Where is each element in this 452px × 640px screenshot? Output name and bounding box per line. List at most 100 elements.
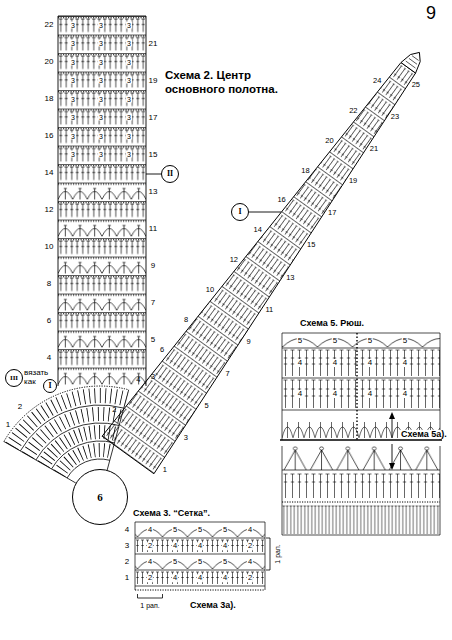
stitch-count: 3	[126, 95, 132, 102]
stitch-count: 3	[70, 151, 76, 158]
row-number: 15	[307, 242, 315, 250]
row-number: 13	[286, 274, 294, 282]
stitch-count: 3	[126, 21, 132, 28]
stitch-count: 4	[297, 390, 303, 398]
stitch-row	[282, 378, 440, 410]
center-strip	[58, 16, 146, 386]
stitch-count: 4	[367, 390, 373, 398]
stitch-count: 4	[297, 359, 303, 367]
row-number: 3	[151, 373, 155, 381]
stitch-marker: II	[161, 165, 179, 183]
row-number: 9	[246, 338, 250, 346]
row-number: 2	[18, 403, 22, 411]
row-number: 4	[136, 376, 140, 384]
strip-edge	[58, 16, 146, 386]
stitch-count: 5	[222, 558, 228, 566]
scheme-title: Схема 3а).	[190, 601, 236, 610]
row-number: 17	[149, 114, 158, 122]
scheme-title: Схема 3. “Сетка”.	[133, 509, 210, 518]
row-number: 10	[45, 243, 54, 251]
stitch-count: 4	[197, 574, 203, 582]
stitch-marker: I	[231, 203, 249, 221]
row-number: 25	[412, 81, 420, 89]
repeat-bracket	[138, 538, 271, 598]
stitch-count: 3	[126, 114, 132, 121]
row-number: 12	[230, 256, 238, 264]
stitch-count: 3	[98, 114, 104, 121]
stitch-count: 3	[70, 21, 76, 28]
row-number: 19	[149, 77, 158, 85]
row-number: 1	[125, 574, 129, 582]
mesh-row	[135, 554, 265, 570]
stitch-count: 3	[70, 95, 76, 102]
stitch-count: 3	[126, 77, 132, 84]
row-number: 24	[373, 77, 381, 85]
stitch-count: 3	[126, 58, 132, 65]
stitch-count: 5	[332, 337, 338, 345]
stitch-count: 3	[98, 151, 104, 158]
mesh-row	[282, 333, 440, 348]
row-number: 17	[328, 210, 336, 218]
stitch-count: 3	[98, 77, 104, 84]
stitch-count: 3	[98, 95, 104, 102]
row-number: 14	[254, 227, 262, 235]
chain-row	[282, 502, 440, 503]
row-number: 18	[301, 167, 309, 175]
note: вязать как	[24, 368, 54, 386]
stitch-count: 4	[172, 574, 178, 582]
stitch-row	[282, 505, 440, 535]
row-number: 22	[45, 21, 54, 29]
row-number: 23	[391, 114, 399, 122]
repeat-line	[356, 333, 357, 440]
row-number: 16	[277, 197, 285, 205]
node-text: I	[48, 382, 51, 390]
node-text: I	[238, 208, 241, 216]
stitch-count: 4	[402, 390, 408, 398]
row-number: 21	[370, 146, 378, 154]
arrow-head	[389, 412, 395, 419]
fan-arc	[52, 441, 115, 469]
chain-row	[135, 590, 265, 591]
stitch-row	[135, 570, 265, 586]
stitch-count: 3	[70, 58, 76, 65]
stitch-count: 4	[147, 558, 153, 566]
scheme-title: Схема 5а).	[400, 430, 448, 439]
row-number: 8	[47, 280, 51, 288]
stitch-count: 3	[70, 114, 76, 121]
stitch-row	[135, 538, 265, 554]
row-number: 5	[205, 402, 209, 410]
stitch-count: 5	[402, 337, 408, 345]
stitch-marker: III	[5, 369, 23, 387]
node-text: III	[10, 375, 18, 382]
row-number: 2	[112, 406, 116, 414]
strip-tip	[401, 47, 427, 73]
row-number: 11	[266, 306, 274, 314]
stitch-count: 2	[147, 574, 153, 582]
stitch-count: 5	[172, 558, 178, 566]
row-number: 12	[45, 206, 54, 214]
page-number: 9	[426, 4, 436, 22]
tip-stitches	[406, 55, 420, 69]
stitch-count: 4	[367, 359, 373, 367]
stitch-count: 3	[70, 40, 76, 47]
stitch-count: 3	[98, 58, 104, 65]
stitch-count: 4	[247, 558, 253, 566]
row-number: 10	[206, 286, 214, 294]
stitch-marker: I	[43, 379, 57, 393]
center-circle: 6	[72, 469, 128, 525]
stitch-count: 2	[147, 542, 153, 550]
row-number: 8	[184, 316, 188, 324]
row-number: 6	[160, 346, 164, 354]
stitch-count: 3	[98, 132, 104, 139]
stitch-count: 4	[172, 542, 178, 550]
stitch-count: 5	[297, 337, 303, 345]
row-number: 1	[163, 466, 167, 474]
row-number: 15	[149, 151, 158, 159]
scheme-title: Схема 2. Центр основного полотна.	[165, 68, 293, 96]
row-number: 6	[47, 317, 51, 325]
row-number: 7	[151, 299, 155, 307]
diagonal-strip	[102, 34, 445, 474]
stitch-count: 5	[367, 337, 373, 345]
stitch-count: 5	[197, 558, 203, 566]
